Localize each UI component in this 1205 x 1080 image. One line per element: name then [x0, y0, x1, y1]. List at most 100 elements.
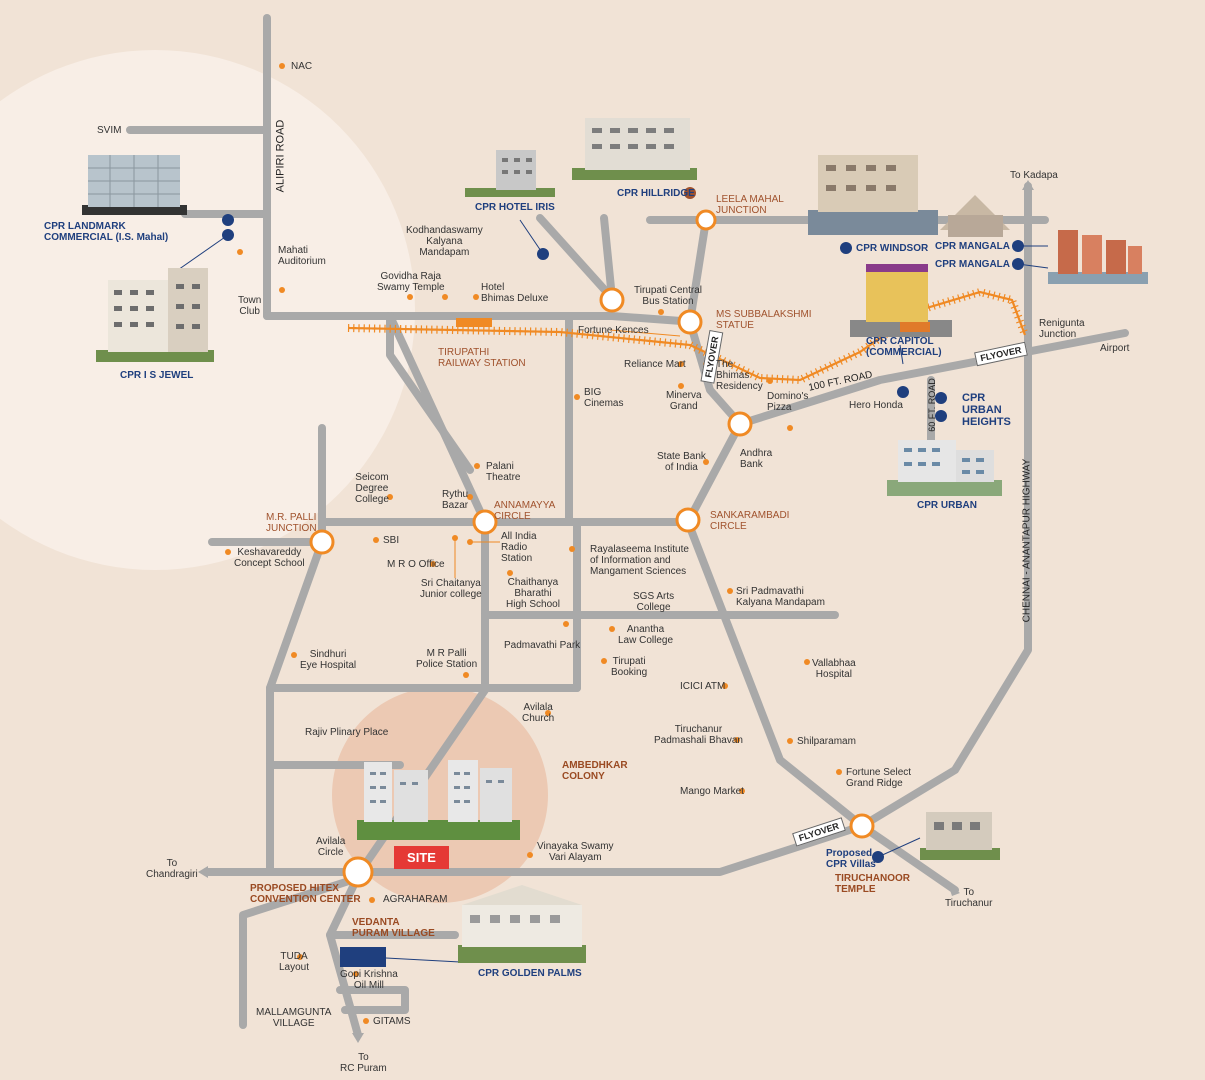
dot-mango: [739, 788, 745, 794]
dot-seicom: [387, 494, 393, 500]
label-sindhuri: Sindhuri Eye Hospital: [300, 649, 357, 671]
road-south-main: [202, 822, 959, 894]
label-cpr-landmark[interactable]: CPR LANDMARK COMMERCIAL (I.S. Mahal): [44, 221, 169, 243]
label-chaitanya-bh: Chaithanya Bharathi High School: [506, 577, 560, 610]
road-railway-north: [263, 312, 699, 326]
label-gopi: Gopi Krishna Oil Mill: [340, 969, 398, 991]
dot-palani: [474, 463, 480, 469]
label-airport: Airport: [1100, 343, 1130, 354]
label-cpr-hillridge[interactable]: CPR HILLRIDGE: [617, 188, 695, 199]
dot-town-club: [237, 249, 243, 255]
label-hero-honda: Hero Honda: [849, 400, 903, 411]
arrow-chandragiri: [198, 866, 208, 878]
dot-tuda: [297, 954, 303, 960]
building-golden-palms: [458, 885, 586, 963]
junction-annamayya: [472, 509, 498, 535]
label-to-tiruchanur: To Tiruchanur: [945, 887, 993, 909]
label-cpr-hotel-iris[interactable]: CPR HOTEL IRIS: [475, 202, 555, 213]
dot-padmashali: [734, 737, 740, 743]
dot-padmavathi-km: [727, 588, 733, 594]
label-leela-mahal: LEELA MAHAL JUNCTION: [716, 194, 784, 216]
building-villas: [920, 812, 1000, 860]
road-highway: [858, 182, 1032, 830]
dot-agraharam: [369, 897, 375, 903]
dot-urban-heights-2: [935, 410, 947, 422]
label-cpr-mangala-1[interactable]: CPR MANGALA 1: [935, 241, 1018, 252]
label-ms-subbalakshmi: MS SUBBALAKSHMI STATUE: [716, 309, 812, 331]
site-badge[interactable]: SITE: [394, 846, 449, 869]
label-fortune-kences: Fortune Kences: [578, 325, 649, 336]
dot-urban-heights-1: [935, 392, 947, 404]
label-agraharam: AGRAHARAM: [383, 894, 448, 905]
road-iris: [536, 214, 616, 302]
label-sgs: SGS Arts College: [633, 591, 675, 613]
dot-hillridge: [684, 187, 696, 199]
label-cpr-urban[interactable]: CPR URBAN: [917, 500, 977, 511]
label-bhimas-deluxe: Hotel Bhimas Deluxe: [481, 282, 549, 304]
label-avilala-circle: Avilala Circle: [316, 836, 346, 858]
connector-iris: [519, 219, 544, 255]
dot-villas: [872, 851, 884, 863]
label-vallabhaa: Vallabhaa Hospital: [812, 658, 856, 680]
dot-reliance: [678, 361, 684, 367]
building-hillridge: [572, 118, 697, 180]
building-mangala-2: [1048, 230, 1148, 284]
dot-anantha: [609, 626, 615, 632]
label-tiruchanoor: TIRUCHANOOR TEMPLE: [835, 873, 910, 895]
label-rayalaseema: Rayalaseema Institute of Information and…: [590, 544, 689, 577]
label-padmavathi-km: Sri Padmavathi Kalyana Mandapam: [736, 586, 825, 608]
label-padmavathi-park: Padmavathi Park: [504, 640, 581, 651]
label-avilala-church: Avilala Church: [522, 702, 555, 724]
junction-bus-station: [599, 287, 625, 313]
label-alipiri-road: ALIPIRI ROAD: [274, 119, 287, 193]
label-cpr-villas[interactable]: Proposed CPR Villas: [826, 848, 876, 870]
dot-mr-police: [463, 672, 469, 678]
railway-station-marker: [456, 318, 492, 327]
label-bhimas-res: The Bhimas Residency: [716, 359, 763, 392]
dot-air: [467, 539, 473, 545]
dot-shilparamam: [787, 738, 793, 744]
label-railway-station: TIRUPATHI RAILWAY STATION: [438, 347, 526, 369]
label-nac: NAC: [291, 61, 313, 72]
label-mango: Mango Market: [680, 786, 744, 797]
dot-gitams: [363, 1018, 369, 1024]
dot-is-jewel: [222, 229, 234, 241]
label-anantha: Anantha Law College: [618, 624, 674, 646]
connector-fortune-kences: [609, 329, 681, 337]
dot-rythu: [467, 494, 473, 500]
label-sbi-state: State Bank of India: [657, 451, 706, 473]
dot-chaitanya-jr: [452, 535, 458, 541]
junction-andhra: [727, 411, 753, 437]
label-cpr-mangala-2[interactable]: CPR MANGALA 2: [935, 259, 1018, 270]
building-hotel-iris: [465, 150, 555, 197]
dot-bus-station: [658, 309, 664, 315]
arrow-tiruchanur: [948, 884, 960, 896]
road-sankarambadi-south: [684, 518, 866, 830]
dot-hotel-iris: [537, 248, 549, 260]
building-windsor: [808, 155, 938, 235]
label-highway: CHENNAI - ANANTAPUR HIGHWAY: [1021, 458, 1033, 623]
building-mangala-1: [940, 195, 1010, 237]
label-cpr-is-jewel[interactable]: CPR I S JEWEL: [120, 370, 194, 381]
label-cpr-golden-palms[interactable]: CPR GOLDEN PALMS: [478, 968, 582, 979]
label-town-club: Town Club: [238, 295, 262, 317]
label-cpr-windsor[interactable]: CPR WINDSOR: [856, 243, 929, 254]
label-reliance: Reliance Mart: [624, 359, 686, 370]
label-rajiv: Rajiv Plinary Place: [305, 727, 389, 738]
dot-keshava: [225, 549, 231, 555]
label-cpr-capitol[interactable]: CPR CAPITOL (COMMERCIAL): [866, 336, 942, 358]
label-to-kadapa: To Kadapa: [1010, 170, 1058, 181]
dot-rayalaseema: [569, 546, 575, 552]
dot-windsor: [840, 242, 852, 254]
label-hitex: PROPOSED HITEX CONVENTION CENTER: [250, 883, 361, 905]
label-mro: M R O Office: [387, 559, 445, 570]
label-icici: ICICI ATM: [680, 681, 726, 692]
dot-dominos: [767, 378, 773, 384]
junction-tiruchanoor: [849, 813, 875, 839]
junction-leela-mahal: [695, 209, 717, 231]
building-is-jewel: [96, 268, 214, 362]
label-cpr-urban-heights[interactable]: CPR URBAN HEIGHTS: [962, 392, 1011, 428]
label-vedanta: VEDANTA PURAM VILLAGE: [352, 917, 435, 939]
dot-kodhanda: [442, 294, 448, 300]
